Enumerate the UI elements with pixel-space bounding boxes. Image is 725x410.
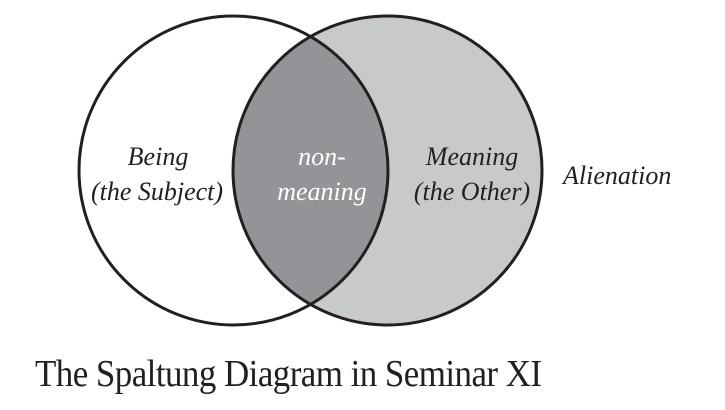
left-circle-label-being: Being: [128, 142, 189, 171]
right-circle-label-meaning: Meaning: [425, 142, 518, 171]
left-circle-label-the-subject: (the Subject): [91, 177, 223, 206]
intersection-label-meaning: meaning: [277, 177, 367, 206]
right-circle-outline: [231, 14, 544, 327]
left-circle-outline: [77, 14, 390, 327]
right-circle-label-the-other: (the Other): [414, 177, 530, 206]
diagram-caption-title: The Spaltung Diagram in Seminar XI: [35, 353, 542, 395]
intersection-label-non: non-: [298, 142, 346, 171]
alienation-label: Alienation: [561, 161, 671, 190]
